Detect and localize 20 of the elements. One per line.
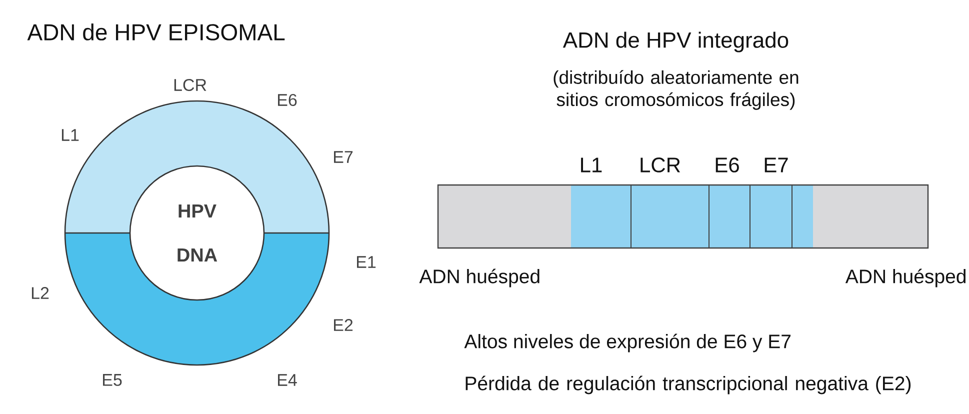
note: Pérdida de regulación transcripcional negativa (E2) — [466, 376, 911, 394]
gene-label: E7 — [764, 158, 788, 172]
gene-label: E2 — [334, 319, 353, 331]
gene-label: E7 — [334, 151, 353, 163]
gene-label: L1 — [581, 158, 602, 172]
gene-label: L2 — [32, 287, 49, 299]
note: Altos niveles de expresión de E6 y E7 — [464, 334, 790, 352]
host-dna-label: ADN huésped — [845, 268, 966, 288]
gene-label: LCR — [174, 78, 206, 92]
subheading: (distribuído aleatoriamente en sitios cromosómicos frágiles) — [554, 70, 798, 110]
heading: ADN de HPV integrado — [562, 32, 788, 52]
gene-label: E6 — [278, 94, 297, 106]
gene-label: E5 — [103, 374, 122, 386]
host-dna-label: ADN huésped — [419, 268, 540, 288]
gene-label: L1 — [62, 129, 79, 141]
gene-label: E6 — [716, 158, 739, 172]
gene-label: E4 — [278, 374, 297, 386]
title: ADN de HPV EPISOMAL — [27, 24, 285, 40]
gene-label: E1 — [357, 256, 376, 268]
gene-label: LCR — [640, 158, 680, 172]
